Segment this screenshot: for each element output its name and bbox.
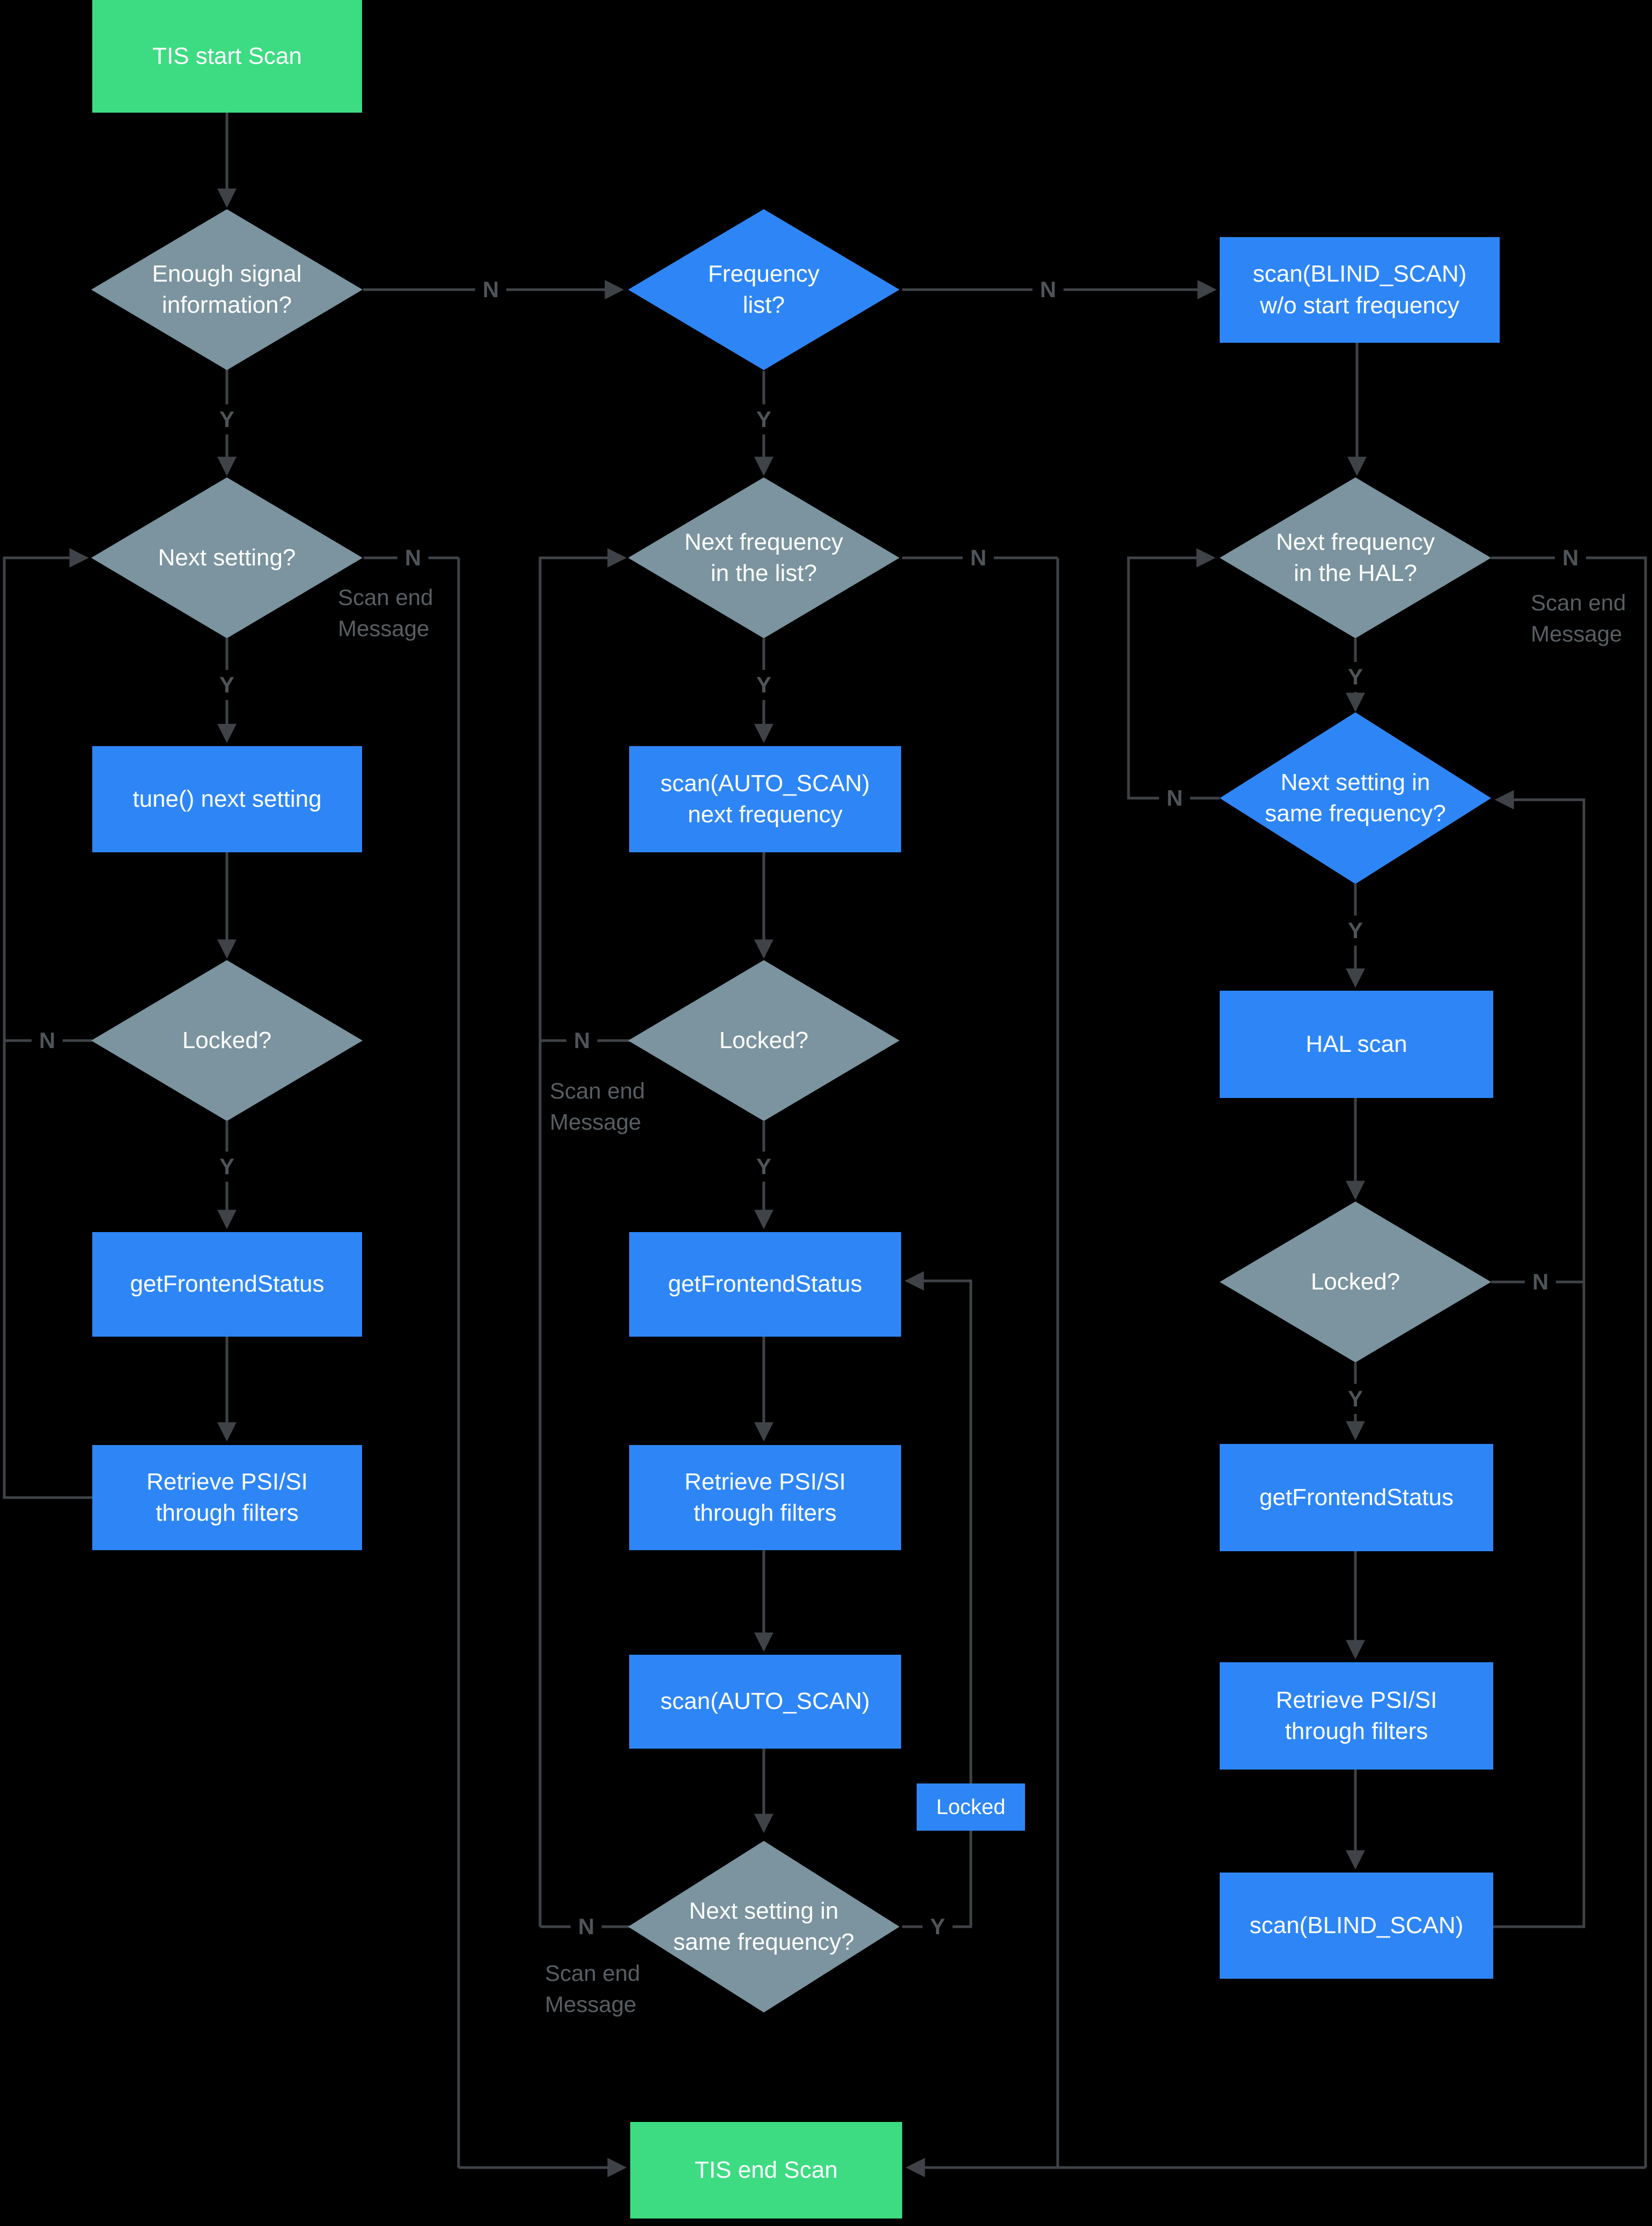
node-tune-next-setting: tune() next setting	[92, 746, 362, 852]
edge-label-y: Y	[1340, 1384, 1371, 1414]
edge-label-y: Y	[1340, 916, 1371, 946]
node-hal-scan: HAL scan	[1220, 991, 1493, 1098]
edge-label-n: N	[31, 1026, 63, 1056]
edge-label-n: N	[1524, 1267, 1557, 1297]
edge-label-y: Y	[211, 670, 242, 700]
edge-label-n: N	[1032, 275, 1064, 305]
node-scan-auto-scan: scan(AUTO_SCAN)	[629, 1655, 901, 1749]
node-tis-end-scan: TIS end Scan	[630, 2122, 902, 2218]
node-getfrontendstatus-middle: getFrontendStatus	[629, 1232, 901, 1337]
node-retrieve-psi-si-right: Retrieve PSI/SI through filters	[1220, 1662, 1493, 1770]
node-scan-auto-next-frequency: scan(AUTO_SCAN) next frequency	[629, 746, 901, 852]
node-getfrontendstatus-right: getFrontendStatus	[1220, 1444, 1493, 1551]
edge-label-n: N	[962, 543, 994, 573]
edge-label-n: N	[566, 1026, 598, 1056]
edge-label-y: Y	[1340, 662, 1371, 692]
edge-label-y: Y	[748, 670, 779, 700]
edge-label-y: Y	[748, 404, 779, 434]
annotation-scan-end-message: Scan end Message	[545, 1960, 640, 2017]
node-retrieve-psi-si-middle: Retrieve PSI/SI through filters	[629, 1445, 901, 1550]
annotation-scan-end-message: Scan end Message	[1531, 590, 1626, 646]
edge-label-y: Y	[922, 1912, 953, 1942]
edge-label-n: N	[397, 543, 429, 573]
node-tis-start-scan: TIS start Scan	[92, 0, 362, 113]
edge-label-y: Y	[748, 1152, 779, 1182]
edge-label-n: N	[475, 275, 507, 305]
node-getfrontendstatus-left: getFrontendStatus	[92, 1232, 362, 1337]
edge-label-y: Y	[211, 1152, 242, 1182]
annotation-scan-end-message: Scan end Message	[338, 585, 433, 641]
annotation-scan-end-message: Scan end Message	[550, 1078, 645, 1134]
edge-badge-locked: Locked	[917, 1783, 1025, 1831]
edge-label-n: N	[1159, 783, 1191, 813]
node-scan-blind-wo-start-frequency: scan(BLIND_SCAN) w/o start frequency	[1220, 237, 1500, 343]
edge-label-y: Y	[211, 404, 242, 434]
edge-label-n: N	[570, 1912, 602, 1942]
node-scan-blind-scan: scan(BLIND_SCAN)	[1220, 1873, 1493, 1979]
edge-label-n: N	[1554, 543, 1587, 573]
node-retrieve-psi-si-left: Retrieve PSI/SI through filters	[92, 1445, 362, 1550]
